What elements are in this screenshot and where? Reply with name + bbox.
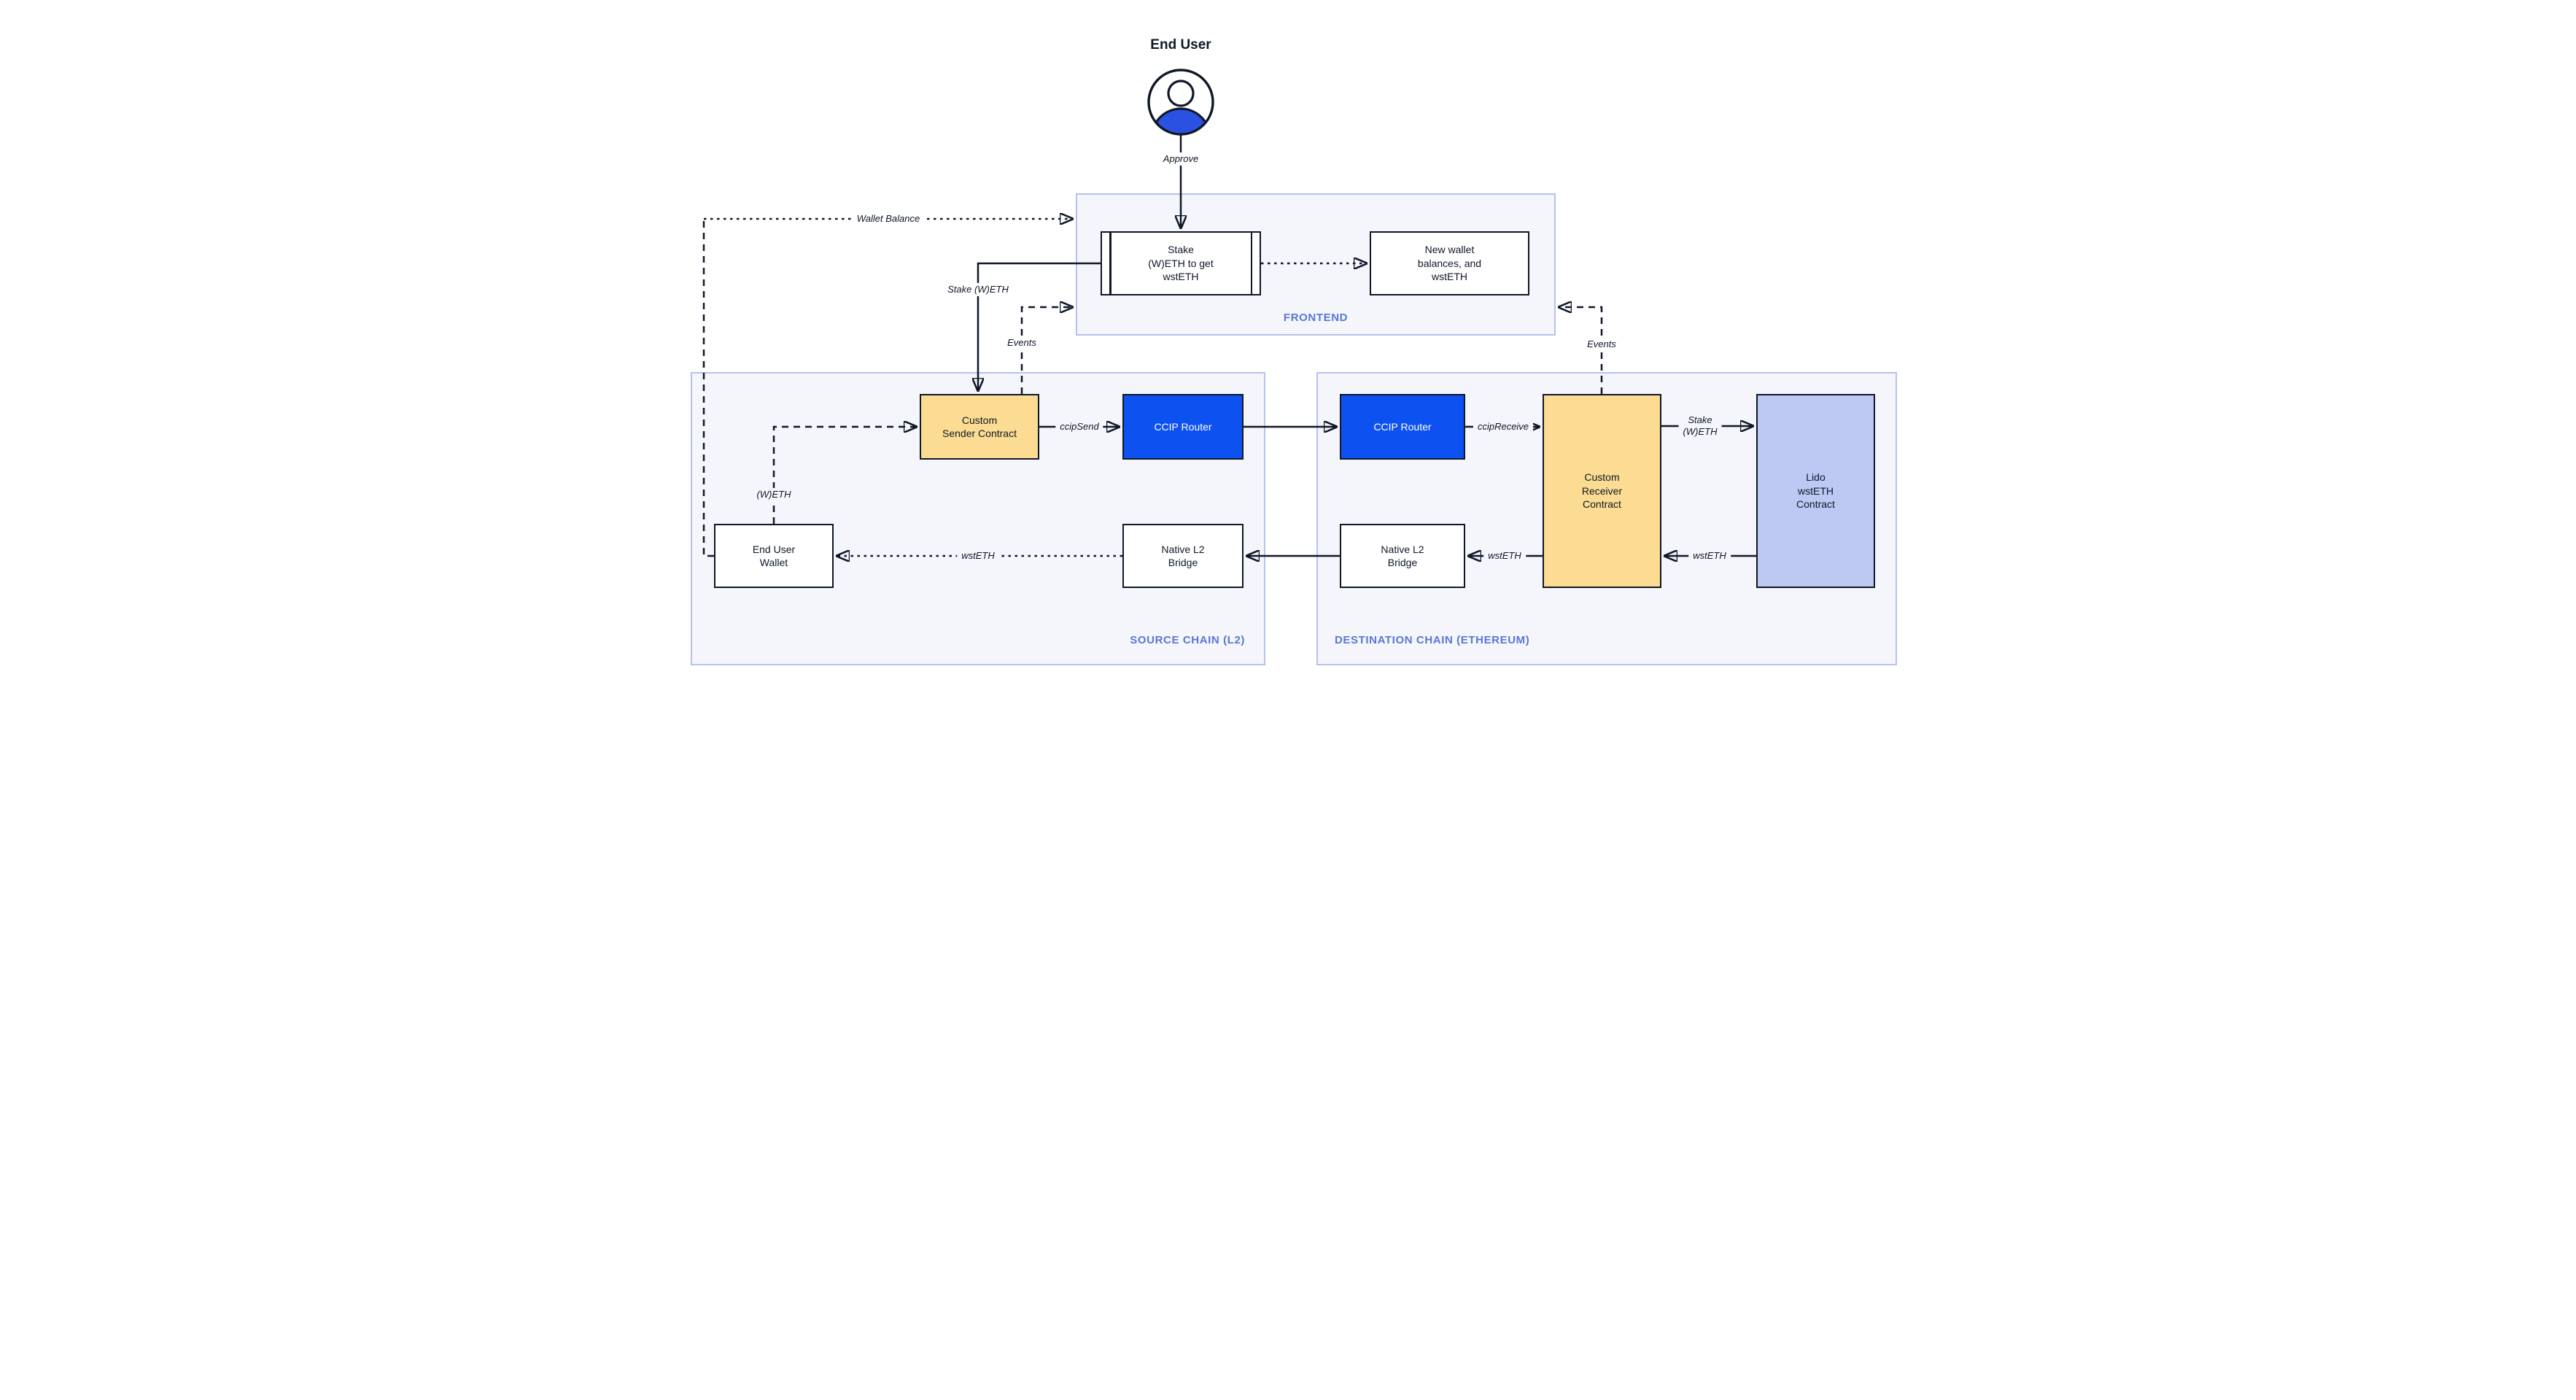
events-right-arrow [1558, 307, 1603, 394]
new-wallet-line: wstETH [1432, 271, 1467, 283]
custom-receiver-line: Contract [1583, 498, 1621, 511]
stake-weth-label: Stake (W)ETH [943, 282, 1013, 297]
stake-weth-right-line: Stake [1688, 414, 1712, 425]
destination-chain-label: DESTINATION CHAIN (ETHEREUM) [1335, 634, 1530, 646]
wsteth-source-label: wstETH [957, 549, 999, 563]
stake-weth-arrow [978, 262, 1101, 392]
ccipsend-label: ccipSend [1055, 419, 1103, 434]
user-icon-outline [1147, 69, 1214, 136]
custom-receiver-contract-box: Custom Receiver Contract [1543, 394, 1661, 588]
lido-contract-line: Lido [1806, 471, 1826, 484]
wsteth-mid-label: wstETH [1483, 549, 1526, 563]
stake-weth-right-label: Stake (W)ETH [1678, 413, 1722, 439]
new-wallet-balances-box: New wallet balances, and wstETH [1370, 231, 1529, 295]
connector-wires [702, 134, 1756, 700]
events-left-label: Events [1003, 336, 1041, 350]
stake-weth-right-line: (W)ETH [1683, 426, 1718, 437]
custom-sender-contract-box: Custom Sender Contract [920, 394, 1039, 460]
user-icon-head [1167, 80, 1195, 107]
end-user-wallet-box: End User Wallet [714, 524, 834, 588]
end-user-wallet-line: Wallet [759, 557, 788, 568]
frontend-label: FRONTEND [1283, 312, 1349, 324]
stake-box-line: wstETH [1163, 271, 1199, 283]
ccip-router-label: CCIP Router [1373, 420, 1432, 433]
end-user-wallet-line: End User [752, 543, 796, 555]
lido-contract-line: Contract [1796, 498, 1835, 511]
user-icon-body [1150, 107, 1211, 134]
end-user-icon [1147, 69, 1214, 136]
native-bridge-line: Bridge [1168, 557, 1198, 568]
approve-label: Approve [1158, 152, 1203, 166]
ccip-router-destination-box: CCIP Router [1340, 394, 1465, 460]
stake-box-line: (W)ETH to get [1148, 257, 1214, 269]
wallet-balance-label: Wallet Balance [852, 212, 925, 226]
custom-receiver-line: Receiver [1581, 484, 1623, 497]
custom-sender-line: Custom [961, 414, 998, 426]
custom-receiver-line: Custom [1584, 471, 1620, 484]
events-left-arrow [1020, 307, 1074, 394]
subroutine-bar-right [1250, 233, 1252, 294]
lido-wsteth-contract-box: Lido wstETH Contract [1756, 394, 1875, 588]
ccip-router-label: CCIP Router [1154, 420, 1212, 433]
weth-arrow [772, 427, 917, 524]
native-bridge-line: Native L2 [1381, 543, 1424, 555]
new-wallet-line: New wallet [1424, 244, 1475, 256]
native-bridge-line: Bridge [1387, 557, 1418, 568]
custom-sender-line: Sender Contract [942, 428, 1017, 439]
events-right-label: Events [1583, 337, 1621, 352]
ccip-router-source-box: CCIP Router [1122, 394, 1244, 460]
weth-label: (W)ETH [752, 487, 796, 502]
wallet-balance-riser [702, 219, 714, 557]
subroutine-bar-left [1109, 233, 1112, 294]
stake-weth-subroutine-box: Stake (W)ETH to get wstETH [1101, 231, 1261, 295]
new-wallet-line: balances, and [1417, 257, 1482, 269]
end-user-title: End User [1150, 37, 1211, 53]
stake-box-line: Stake [1168, 244, 1194, 256]
native-l2-bridge-destination-box: Native L2 Bridge [1340, 524, 1465, 588]
ccip-wsteth-architecture-diagram: FRONTEND SOURCE CHAIN (L2) DESTINATION C… [644, 0, 1932, 700]
wsteth-lido-label: wstETH [1688, 549, 1731, 563]
native-l2-bridge-source-box: Native L2 Bridge [1122, 524, 1244, 588]
native-bridge-line: Native L2 [1161, 543, 1205, 555]
ccipreceive-label: ccipReceive [1473, 419, 1534, 434]
lido-contract-line: wstETH [1798, 484, 1834, 497]
source-chain-label: SOURCE CHAIN (L2) [1130, 634, 1245, 646]
